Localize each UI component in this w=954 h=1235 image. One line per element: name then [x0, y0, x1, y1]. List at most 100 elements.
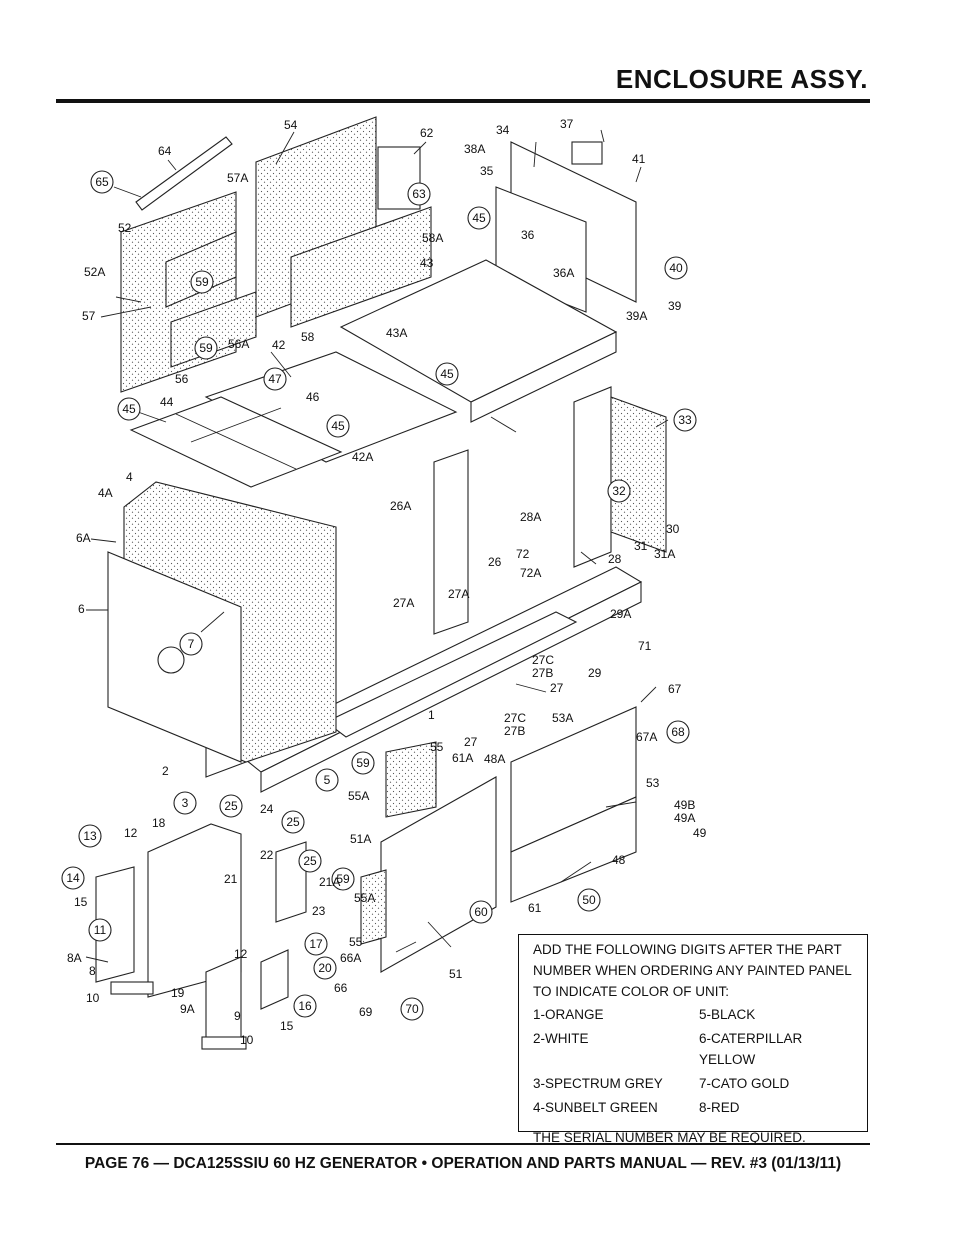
- callout-label: 27C: [504, 711, 526, 725]
- callout-label: 8A: [67, 951, 82, 965]
- callout-label: 8: [89, 964, 96, 978]
- color-code: 8-RED: [699, 1100, 740, 1115]
- callout-label: 56A: [228, 337, 249, 351]
- callout-circle: 33: [673, 408, 697, 432]
- svg-text:47: 47: [268, 372, 282, 386]
- callout-circle: 25: [281, 810, 305, 834]
- svg-text:33: 33: [678, 413, 692, 427]
- callout-label: 27A: [448, 587, 469, 601]
- svg-text:40: 40: [669, 261, 683, 275]
- callout-circle: 7: [179, 632, 203, 656]
- callout-label: 72: [516, 547, 530, 561]
- callout-label: 12: [124, 826, 138, 840]
- callout-label: 71: [638, 639, 652, 653]
- callout-circle: 59: [190, 270, 214, 294]
- callout-label: 43A: [386, 326, 407, 340]
- callout-label: 48: [612, 853, 626, 867]
- callout-label: 53: [646, 776, 660, 790]
- pad-55a: [360, 869, 387, 945]
- callout-label: 52A: [84, 265, 105, 279]
- callout-label: 4: [126, 470, 133, 484]
- callout-label: 21: [224, 872, 238, 886]
- grille-44: [129, 396, 343, 488]
- exploded-parts-diagram: 65 59 59 63 45 40 47 45 45 45 33 7 32 5 …: [61, 116, 707, 1050]
- callout-label: 55A: [348, 789, 369, 803]
- part-16: [260, 949, 289, 1010]
- callout-label: 29: [588, 666, 602, 680]
- svg-text:16: 16: [298, 999, 312, 1013]
- svg-text:63: 63: [412, 187, 426, 201]
- note-footer: THE SERIAL NUMBER MAY BE REQUIRED.: [533, 1130, 806, 1145]
- callout-label: 6A: [76, 531, 91, 545]
- roof-43-side: [470, 331, 617, 423]
- callout-label: 64: [158, 144, 172, 158]
- svg-text:7: 7: [188, 637, 195, 651]
- color-code: 7-CATO GOLD: [699, 1076, 790, 1091]
- callout-label: 27C: [532, 653, 554, 667]
- svg-text:60: 60: [474, 905, 488, 919]
- page-footer: PAGE 76 — DCA125SSIU 60 HZ GENERATOR • O…: [84, 1155, 842, 1172]
- color-code: 1-ORANGE: [533, 1007, 604, 1022]
- column-26: [433, 449, 469, 635]
- svg-text:45: 45: [440, 367, 454, 381]
- callout-label: 61: [528, 901, 542, 915]
- callout-label: 39A: [626, 309, 647, 323]
- foot-10-b: [201, 1036, 247, 1050]
- callout-label: 9A: [180, 1002, 195, 1016]
- callout-label: 55: [349, 935, 363, 949]
- callout-label: 49A: [674, 811, 695, 825]
- callout-circle: 32: [607, 479, 631, 503]
- callout-label: 22: [260, 848, 274, 862]
- callout-circle: 17: [304, 932, 328, 956]
- svg-text:25: 25: [303, 854, 317, 868]
- svg-text:5: 5: [324, 773, 331, 787]
- callout-circle: 68: [666, 720, 690, 744]
- callout-label: 21A: [319, 875, 340, 889]
- callout-label: 35: [480, 164, 494, 178]
- callout-circle: 65: [90, 170, 114, 194]
- callout-label: 23: [312, 904, 326, 918]
- side-assembly-28: [573, 386, 612, 568]
- callout-label: 67: [668, 682, 682, 696]
- callout-label: 28A: [520, 510, 541, 524]
- callout-label: 56: [175, 372, 189, 386]
- callout-label: 26A: [390, 499, 411, 513]
- foot-10-a: [110, 981, 154, 995]
- foam-pad-58a: [290, 206, 432, 328]
- base-frame: [205, 566, 643, 793]
- callout-label: 57A: [227, 171, 248, 185]
- callout-label: 6: [78, 602, 85, 616]
- callout-circle: 45: [467, 206, 491, 230]
- part-37: [571, 141, 603, 165]
- callout-label: 51: [449, 967, 463, 981]
- color-code-note: ADD THE FOLLOWING DIGITS AFTER THE PART …: [518, 934, 868, 1145]
- callout-label: 27B: [532, 666, 553, 680]
- callout-label: 4A: [98, 486, 113, 500]
- callout-label: 54: [284, 118, 298, 132]
- svg-text:45: 45: [331, 419, 345, 433]
- callout-label: 49: [693, 826, 707, 840]
- svg-text:13: 13: [83, 829, 97, 843]
- color-code: 4-SUNBELT GREEN: [533, 1100, 658, 1115]
- callout-circle: 5: [315, 768, 339, 792]
- callout-label: 27: [464, 735, 478, 749]
- callout-circle: 59: [194, 336, 218, 360]
- leader-lines: [85, 129, 669, 963]
- callout-label: 37: [560, 117, 574, 131]
- callout-label: 15: [280, 1019, 294, 1033]
- callout-label: 28: [608, 552, 622, 566]
- callout-label: 43: [420, 256, 434, 270]
- callout-label: 34: [496, 123, 510, 137]
- panel-48: [510, 796, 637, 903]
- footer-rule: [56, 1143, 870, 1145]
- callout-label: 31A: [654, 547, 675, 561]
- svg-text:32: 32: [612, 484, 626, 498]
- color-code-grid: 1-ORANGE 5-BLACK 2-WHITE 6-CATERPILLAR Y…: [533, 1004, 853, 1118]
- callout-label: 36A: [553, 266, 574, 280]
- bracket-9: [205, 956, 242, 1048]
- callout-label: 27: [550, 681, 564, 695]
- color-code: 5-BLACK: [699, 1007, 756, 1022]
- color-code: 2-WHITE: [533, 1031, 589, 1046]
- callout-circle: 16: [293, 994, 317, 1018]
- svg-text:59: 59: [336, 872, 350, 886]
